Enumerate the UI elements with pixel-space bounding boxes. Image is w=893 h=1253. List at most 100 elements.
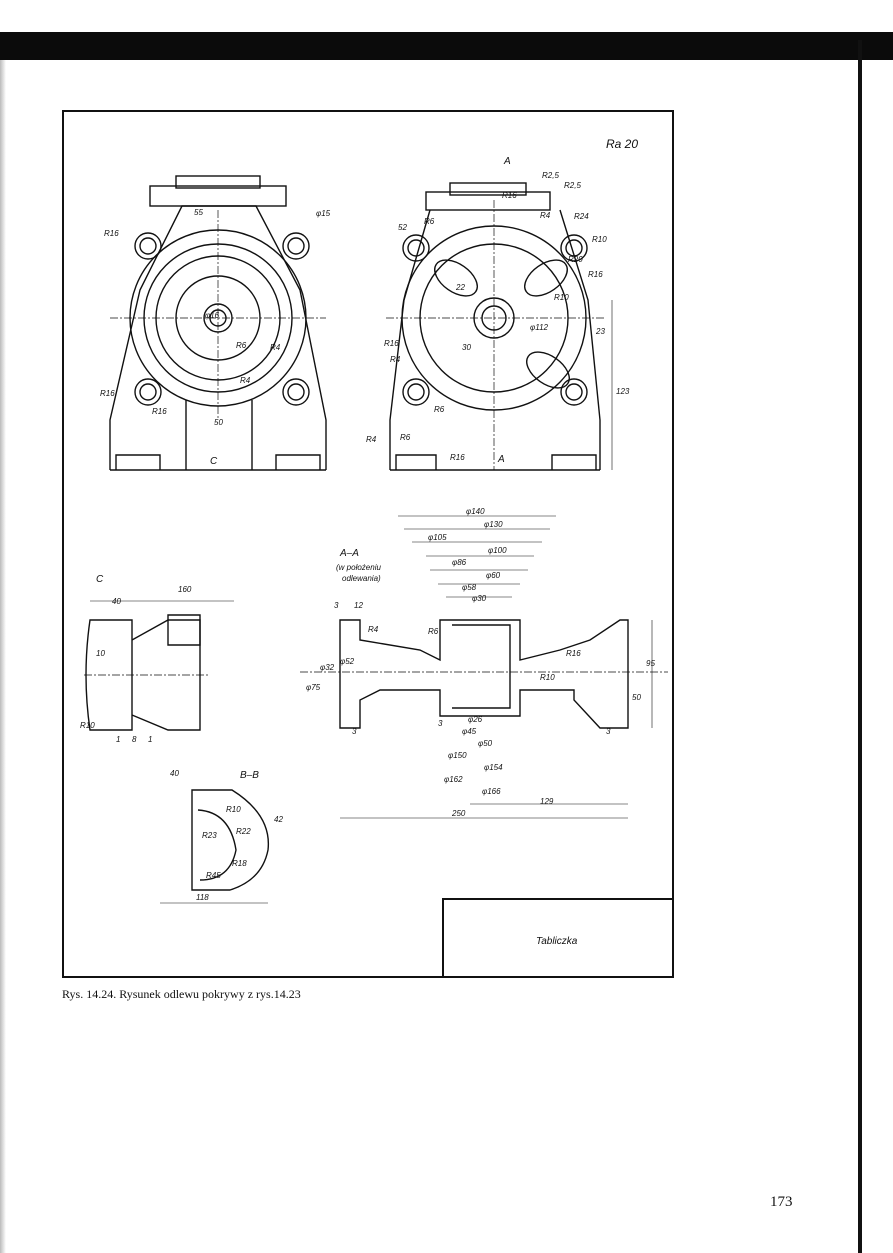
dim-sec-phi75: φ75 <box>306 683 321 692</box>
dim-c-40: 40 <box>112 597 121 606</box>
dim-bb-40: 40 <box>170 769 179 778</box>
dim-front-r16-b: R16 <box>100 389 115 398</box>
dim-rear-30: 30 <box>462 343 471 352</box>
dim-rear-r4c: R4 <box>366 435 377 444</box>
dim-c-1a: 1 <box>116 735 120 744</box>
dim-rear-r16c: R16 <box>384 339 399 348</box>
dim-sec-phi60: φ60 <box>486 571 501 580</box>
label-cut-a-bottom: A <box>497 454 505 465</box>
dim-sec-phi86: φ86 <box>452 558 467 567</box>
label-section-aa-note-2: odlewania) <box>342 574 381 583</box>
dim-rear-123: 123 <box>616 387 630 396</box>
title-block: Tabliczka <box>442 898 674 978</box>
dim-c-8: 8 <box>132 735 137 744</box>
dim-sec-phi154: φ154 <box>484 763 503 772</box>
page-number: 173 <box>770 1194 793 1210</box>
title-block-label: Tabliczka <box>536 936 578 947</box>
dim-sec-3a: 3 <box>334 601 339 610</box>
dim-sec-50: 50 <box>632 693 641 702</box>
dim-bb-118: 118 <box>196 893 209 902</box>
dim-front-r4-b: R4 <box>240 376 251 385</box>
dim-sec-3d: 3 <box>606 727 611 736</box>
dim-bb-r45: R45 <box>206 871 221 880</box>
dim-sec-phi100: φ100 <box>488 546 507 555</box>
label-cut-c: C <box>210 456 218 467</box>
dim-sec-phi166: φ166 <box>482 787 501 796</box>
dim-rear-r20: R20 <box>568 255 583 264</box>
dim-rear-52: 52 <box>398 223 407 232</box>
rear-view <box>389 182 601 471</box>
dim-front-r6: R6 <box>236 341 247 350</box>
dim-sec-129: 129 <box>540 797 554 806</box>
dim-sec-3c: 3 <box>438 719 443 728</box>
label-cut-a-top: A <box>503 156 511 167</box>
dim-sec-phi162: φ162 <box>444 775 463 784</box>
dim-c-1b: 1 <box>148 735 152 744</box>
dim-rear-r16: R16 <box>502 191 517 200</box>
dim-sec-phi105: φ105 <box>428 533 447 542</box>
dim-front-phi16: φ16 <box>205 311 220 320</box>
dim-rear-r4b: R4 <box>390 355 401 364</box>
dim-sec-r10: R10 <box>540 673 555 682</box>
dim-rear-22: 22 <box>455 283 465 292</box>
drawing-frame <box>62 110 674 978</box>
dim-sec-95: 95 <box>646 659 655 668</box>
dim-rear-r2-5a: R2,5 <box>542 171 559 180</box>
dim-sec-r4: R4 <box>368 625 379 634</box>
dim-sec-phi58: φ58 <box>462 583 477 592</box>
page-left-shadow <box>0 40 6 1253</box>
dim-rear-r6b: R6 <box>434 405 445 414</box>
dim-c-r10: R10 <box>80 721 95 730</box>
dim-sec-250: 250 <box>451 809 466 818</box>
section-aa <box>339 619 629 729</box>
dim-sec-phi150: φ150 <box>448 751 467 760</box>
dim-sec-r6: R6 <box>428 627 439 636</box>
dim-sec-12: 12 <box>354 601 363 610</box>
dim-sec-phi130: φ130 <box>484 520 503 529</box>
surface-roughness-symbol: Ra 20 <box>606 137 639 151</box>
label-section-bb: B–B <box>240 770 259 781</box>
dim-c-160: 160 <box>178 585 192 594</box>
dim-front-r16-c: R16 <box>152 407 167 416</box>
dim-rear-r16d: R16 <box>450 453 465 462</box>
dim-front-r16-a: R16 <box>104 229 119 238</box>
dim-rear-r24: R24 <box>574 212 589 221</box>
dim-front-r4-a: R4 <box>270 343 281 352</box>
dim-c-10: 10 <box>96 649 105 658</box>
dim-sec-r16: R16 <box>566 649 581 658</box>
label-section-aa: A–A <box>339 548 359 559</box>
dim-front-phi15: φ15 <box>316 209 331 218</box>
dim-rear-r6c: R6 <box>400 433 411 442</box>
dim-sec-phi30: φ30 <box>472 594 487 603</box>
dim-sec-phi50: φ50 <box>478 739 493 748</box>
dim-front-50: 50 <box>214 418 223 427</box>
section-bb <box>191 789 270 891</box>
dim-rear-r6: R6 <box>424 217 435 226</box>
dim-bb-r23: R23 <box>202 831 217 840</box>
dim-sec-3b: 3 <box>352 727 357 736</box>
scan-top-bar <box>0 32 893 60</box>
dim-rear-r2-5b: R2,5 <box>564 181 581 190</box>
scan-right-edge <box>858 40 862 1253</box>
dim-rear-r10b: R10 <box>554 293 569 302</box>
dim-bb-r10: R10 <box>226 805 241 814</box>
dim-rear-r10a: R10 <box>592 235 607 244</box>
dim-rear-23: 23 <box>595 327 605 336</box>
dim-sec-phi140: φ140 <box>466 507 485 516</box>
dim-sec-phi32: φ32 <box>320 663 335 672</box>
dim-bb-r22: R22 <box>236 827 251 836</box>
label-view-c: C <box>96 574 104 585</box>
view-c <box>85 614 201 731</box>
dim-sec-phi45: φ45 <box>462 727 477 736</box>
dim-front-55: 55 <box>194 208 203 217</box>
dim-bb-42: 42 <box>274 815 283 824</box>
dim-bb-r18: R18 <box>232 859 247 868</box>
dim-sec-phi52: φ52 <box>340 657 355 666</box>
dim-rear-r4: R4 <box>540 211 551 220</box>
figure-caption: Rys. 14.24. Rysunek odlewu pokrywy z rys… <box>62 987 301 1001</box>
label-section-aa-note-1: (w położeniu <box>336 563 381 572</box>
dim-rear-phi112: φ112 <box>530 323 549 332</box>
dim-sec-phi26: φ26 <box>468 715 483 724</box>
dim-rear-r16b: R16 <box>588 270 603 279</box>
